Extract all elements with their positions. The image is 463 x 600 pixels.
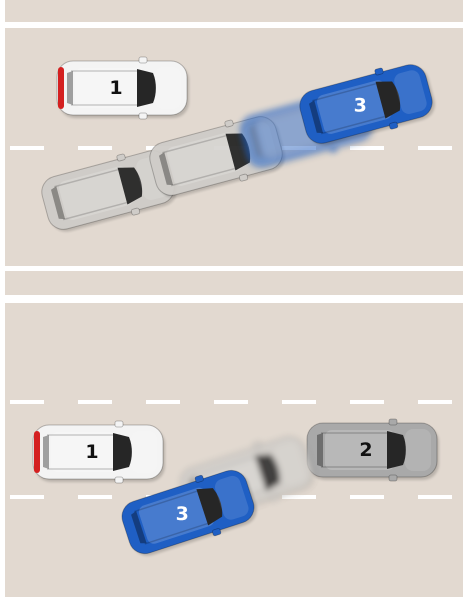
lane-dash (146, 400, 180, 404)
car-2: 2 (307, 419, 439, 481)
lane-dash (350, 495, 384, 499)
car-number-label: 3 (176, 503, 189, 525)
lane-dash (418, 400, 452, 404)
lane-dash (10, 146, 44, 150)
lane-dash (418, 495, 452, 499)
lane-dash (282, 400, 316, 404)
lane-dash (418, 146, 452, 150)
lane-dash (78, 495, 112, 499)
car-number-label: 1 (109, 77, 122, 99)
road-top-strip (5, 0, 463, 22)
lane-dash (350, 400, 384, 404)
lane-dash (10, 495, 44, 499)
car-1: 1 (57, 57, 189, 119)
car-number-label: 3 (354, 95, 367, 117)
lane-dash (350, 146, 384, 150)
car-number-label: 2 (359, 439, 372, 461)
lane-dash (10, 400, 44, 404)
panel-separator-strip (5, 271, 463, 295)
lane-dash (78, 146, 112, 150)
lane-dash (78, 400, 112, 404)
car-number-label: 1 (85, 441, 98, 463)
lane-dash (214, 400, 248, 404)
car-1: 1 (33, 421, 165, 483)
